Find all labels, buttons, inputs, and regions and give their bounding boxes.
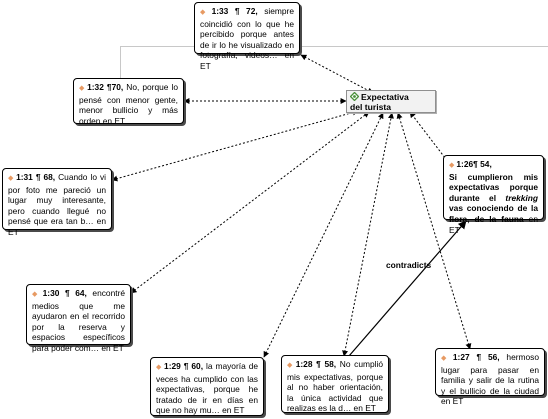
diamond-icon: ◆ [156, 364, 163, 371]
quote-text-italic: trekking [505, 192, 538, 203]
quote-1-28[interactable]: ◆1:28 ¶ 58, No cumplió mis expectativas,… [281, 355, 389, 413]
quote-ref: 1:29 ¶ 60, [164, 361, 204, 371]
diamond-icon: ◆ [200, 9, 210, 16]
frame-line-top [120, 46, 548, 47]
quote-ref: 1:26¶ 54, [456, 159, 492, 169]
quote-ref: 1:30 ¶ 64, [42, 288, 87, 298]
code-label-line1: Expectativa [361, 92, 409, 102]
diamond-icon: ◆ [441, 355, 451, 362]
quote-1-33[interactable]: ◆1:33 ¶ 72, siempre coincidió con lo que… [194, 2, 300, 71]
quote-1-26[interactable]: ◆1:26¶ 54, Si cumplieron mis expectativa… [443, 155, 544, 235]
quote-ref: 1:31 ¶ 68, [16, 172, 56, 182]
quote-1-29[interactable]: ◆1:29 ¶ 60, la mayoría de veces ha cumpl… [150, 357, 264, 416]
quote-ref: 1:32 ¶70, [87, 82, 124, 92]
quote-text: siempre coincidió con lo que he percibid… [200, 6, 295, 71]
diamond-icon: ◆ [449, 162, 455, 169]
code-label-line2: del turista [350, 102, 392, 112]
quote-text: No cumplió mis expectativas, porque al n… [287, 359, 384, 414]
quote-text: Cuando lo vi por foto me pareció un luga… [8, 172, 107, 237]
code-node-expectativa[interactable]: Expectativa del turista [346, 90, 436, 113]
quote-ref: 1:33 ¶ 72, [211, 6, 258, 16]
link-1-28 [342, 112, 394, 357]
quote-text-a: Si cumplieron mis expectativas porque du… [449, 171, 538, 203]
link-1-30 [130, 111, 370, 294]
quote-text: No, porque lo pensé con menor gente, men… [79, 82, 178, 126]
code-node-icon [349, 91, 360, 102]
diamond-icon: ◆ [287, 362, 294, 369]
quote-ref: 1:28 ¶ 58, [295, 359, 337, 369]
link-1-33 [300, 54, 374, 94]
quote-text: encontré medios que me ayudaron en el re… [32, 288, 126, 353]
diamond-icon: ◆ [8, 175, 15, 182]
relation-label: contradicts [386, 260, 432, 270]
contradicts-link [348, 220, 467, 357]
quote-text: hermoso lugar para pasar en familia y sa… [441, 352, 540, 407]
quote-text-b: vas conociendo de la flora, de la fauna [449, 203, 538, 224]
quote-text: la mayoría de veces ha cumplido con las … [156, 361, 259, 416]
link-1-26 [409, 111, 453, 168]
quote-1-32[interactable]: ◆1:32 ¶70, No, porque lo pensé con menor… [73, 78, 184, 126]
quote-1-30[interactable]: ◆1:30 ¶ 64, encontré medios que me ayuda… [26, 284, 131, 353]
link-1-29 [263, 112, 384, 358]
quote-1-31[interactable]: ◆1:31 ¶ 68, Cuando lo vi por foto me par… [2, 168, 112, 237]
diamond-icon: ◆ [32, 291, 41, 298]
frame-line-left [120, 46, 121, 86]
quote-ref: 1:27 ¶ 56, [452, 352, 500, 362]
quote-text-c: en ET [449, 213, 538, 235]
quote-1-27[interactable]: ◆1:27 ¶ 56, hermoso lugar para pasar en … [435, 348, 545, 406]
diamond-icon: ◆ [79, 85, 86, 92]
